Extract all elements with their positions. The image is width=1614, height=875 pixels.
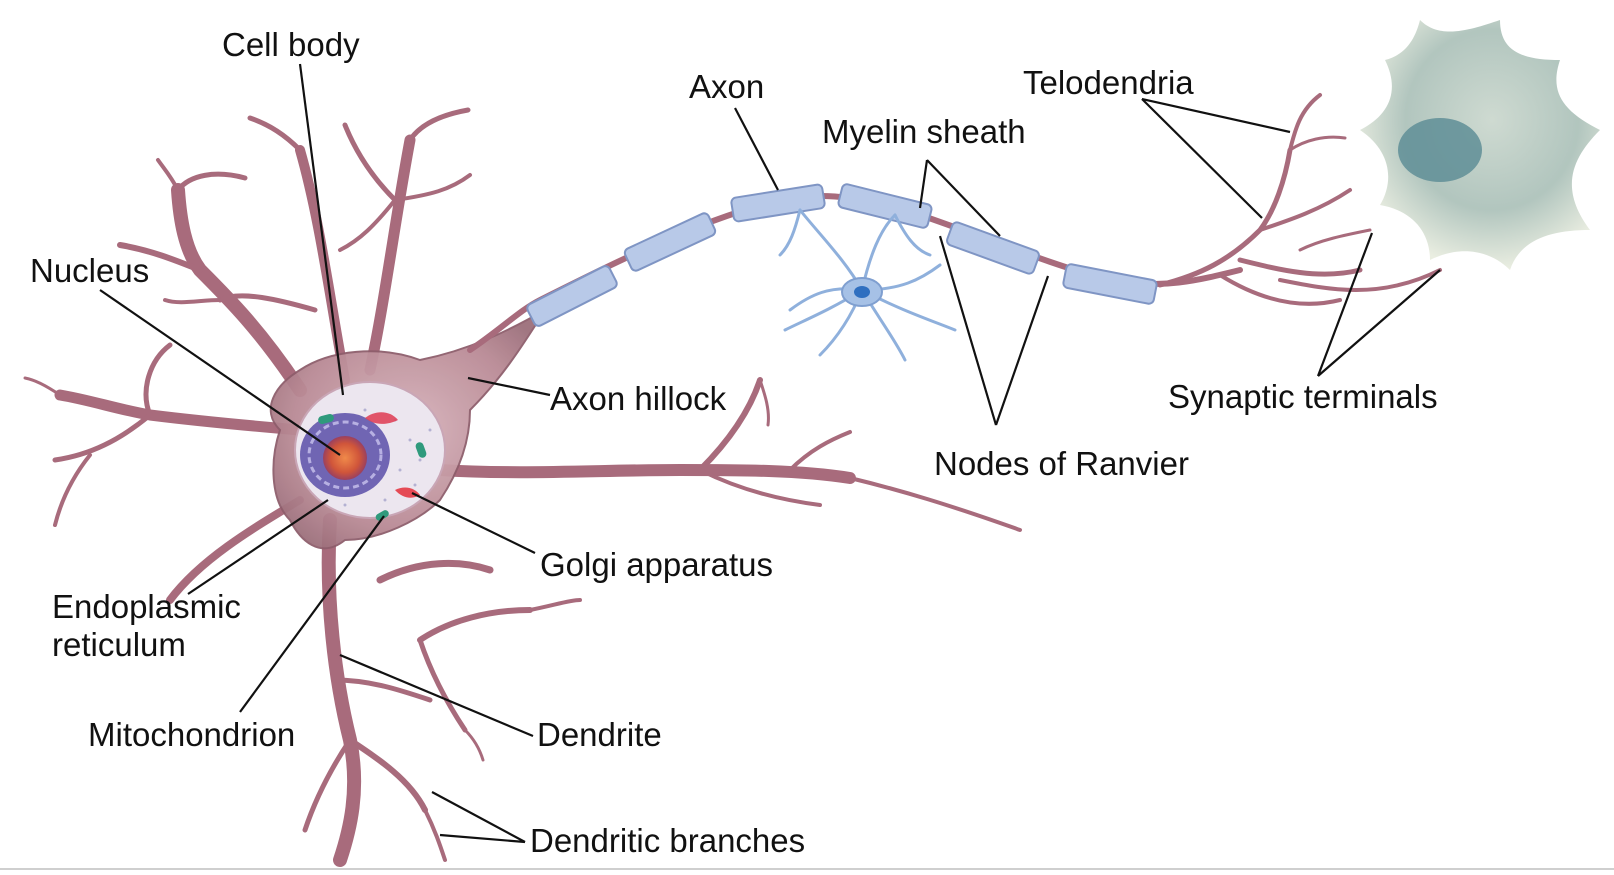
leader-lines bbox=[99, 63, 1441, 844]
er-folds bbox=[307, 420, 383, 490]
label-synaptic-terminals: Synaptic terminals bbox=[1168, 378, 1438, 415]
label-dendrite: Dendrite bbox=[537, 716, 662, 753]
mitochondrion-shape-2 bbox=[415, 442, 427, 458]
label-mitochondrion: Mitochondrion bbox=[88, 716, 296, 753]
telodendria bbox=[1157, 93, 1442, 306]
mitochondrion-shape-3 bbox=[375, 510, 389, 521]
label-endoplasmic-reticulum-line2: reticulum bbox=[52, 626, 186, 663]
label-cell-body: Cell body bbox=[222, 26, 360, 63]
label-dendritic-branches: Dendritic branches bbox=[530, 822, 806, 859]
target-cell-nucleus bbox=[1398, 118, 1482, 182]
label-telodendria: Telodendria bbox=[1023, 64, 1194, 101]
bottom-border bbox=[0, 868, 1614, 870]
glial-nucleus bbox=[854, 286, 870, 298]
label-endoplasmic-reticulum-line1: Endoplasmic bbox=[52, 588, 241, 625]
label-nodes-of-ranvier: Nodes of Ranvier bbox=[934, 445, 1189, 482]
golgi-shape bbox=[395, 487, 420, 498]
nucleus-shape bbox=[323, 436, 367, 480]
label-axon-hillock: Axon hillock bbox=[550, 380, 727, 417]
label-nucleus: Nucleus bbox=[30, 252, 150, 289]
label-axon: Axon bbox=[689, 68, 765, 105]
dendrites bbox=[23, 107, 1022, 867]
label-golgi-apparatus: Golgi apparatus bbox=[540, 546, 773, 583]
myelin-segments bbox=[526, 183, 1158, 327]
mitochondrion-shape bbox=[318, 413, 334, 425]
golgi-shape-2 bbox=[365, 412, 398, 424]
label-endoplasmic-reticulum: Endoplasmic reticulum bbox=[52, 588, 241, 664]
axon-fiber bbox=[467, 193, 1243, 353]
label-myelin-sheath: Myelin sheath bbox=[822, 113, 1026, 150]
